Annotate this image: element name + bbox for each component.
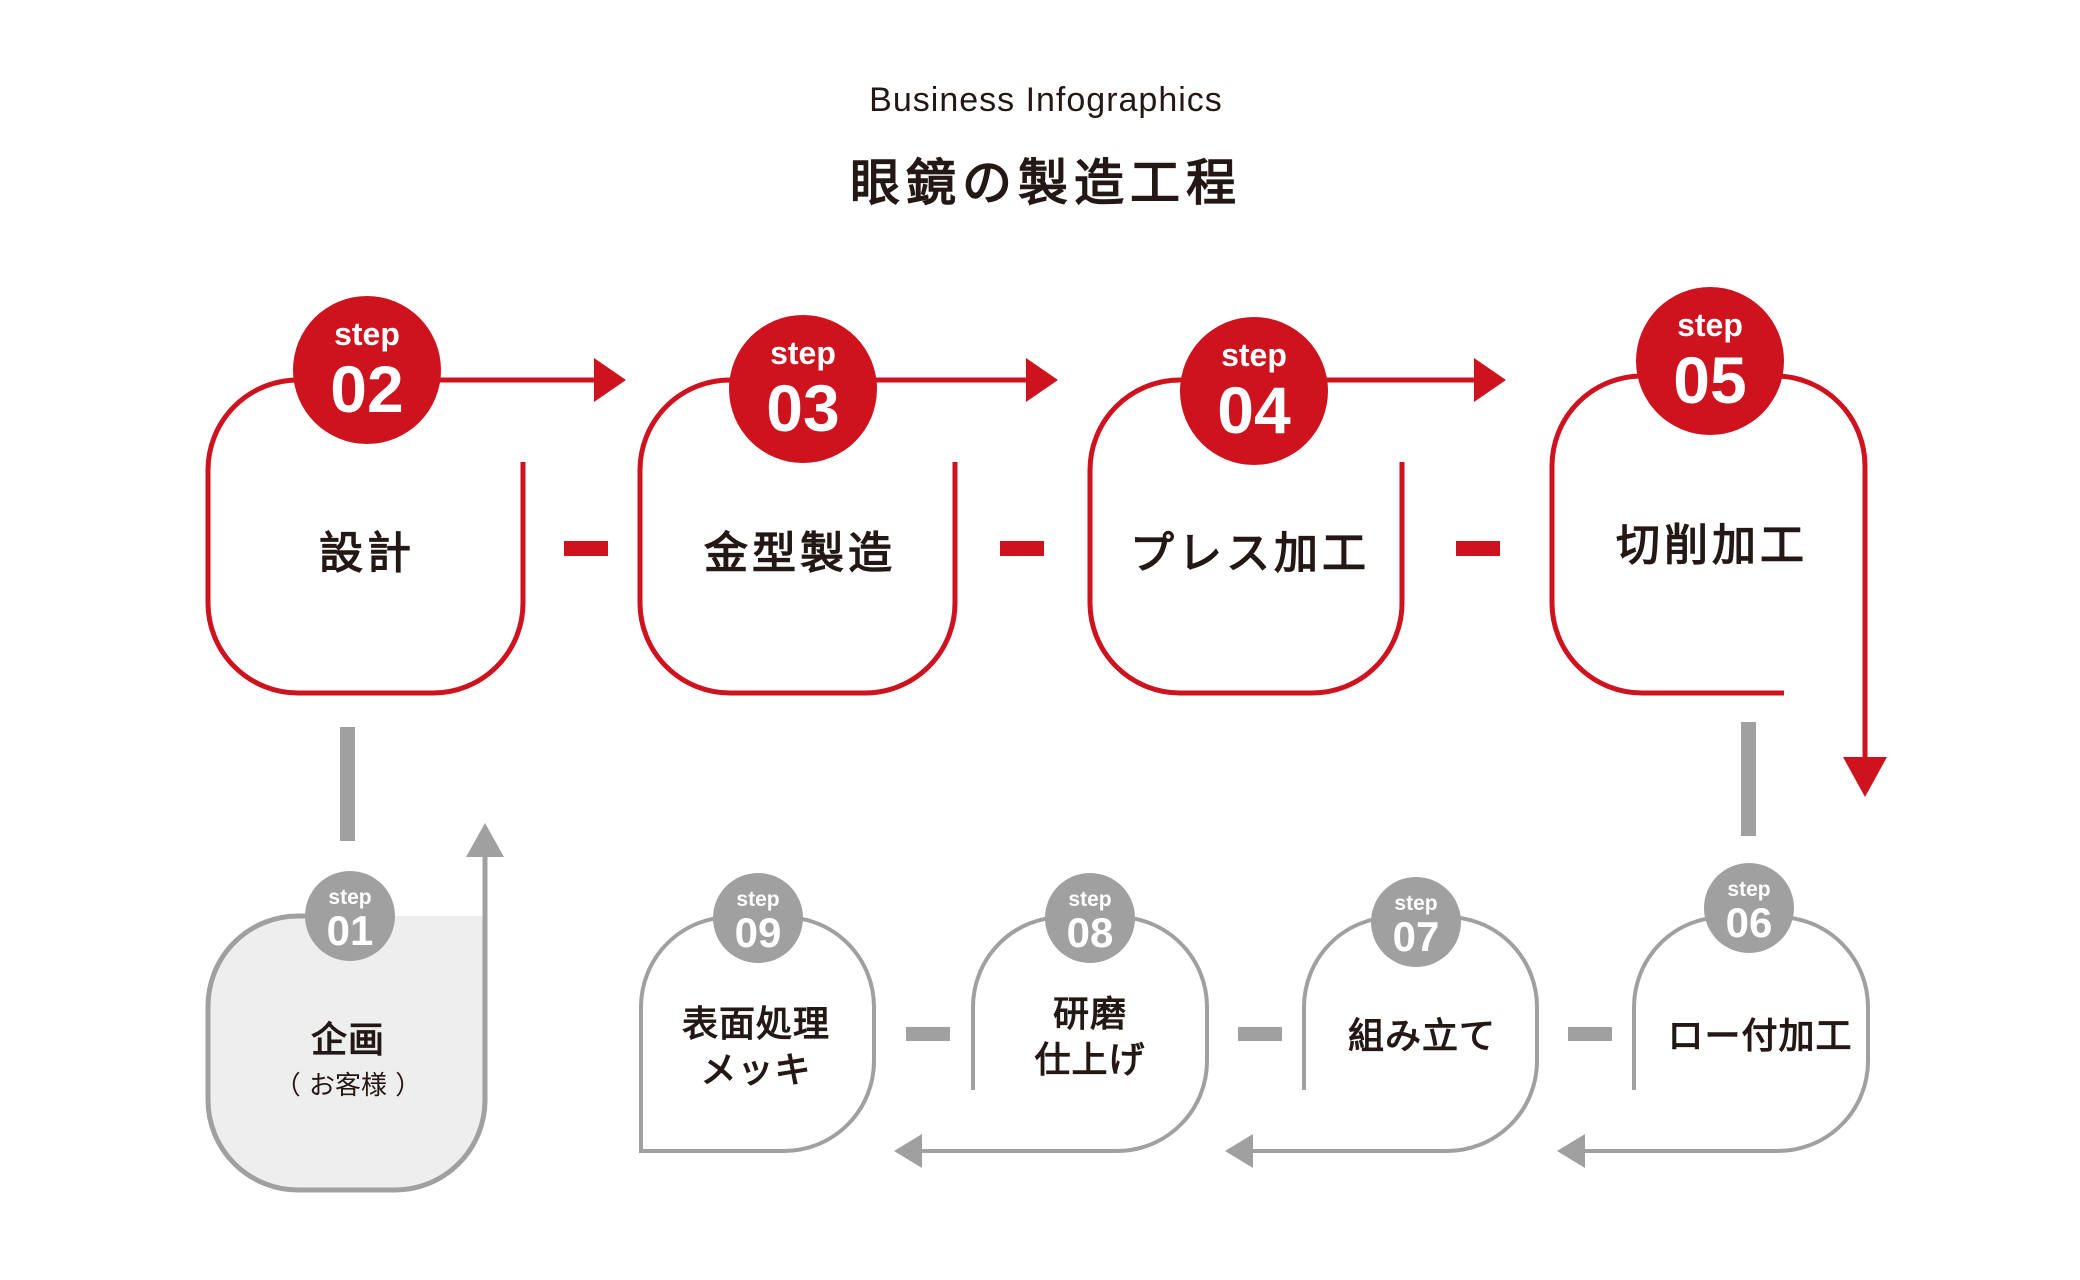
step-05-frame [1549, 373, 1868, 765]
connector-dash [1238, 1027, 1282, 1041]
step-09-frame [639, 915, 876, 1153]
step-badge [729, 315, 877, 463]
step-card-06: step 06 ロー付加工 [1557, 863, 1870, 1168]
step-card-04: step 04 プレス加工 [1087, 317, 1506, 696]
step-word: step [736, 888, 779, 911]
step-02-frame [205, 377, 526, 696]
step-word: step [328, 886, 371, 909]
step-badge [293, 296, 441, 444]
step-badge [713, 873, 803, 963]
step-badge [1371, 877, 1461, 967]
step-word: step [1394, 892, 1437, 915]
step-badge [1636, 287, 1784, 435]
step-number: 01 [327, 907, 374, 954]
step-label: 表面処理 [682, 1004, 830, 1045]
step-note: （ お客様 ） [275, 1071, 422, 1101]
step-number: 09 [735, 909, 782, 956]
step-card-01: step 01 企画 （ お客様 ） [205, 823, 504, 1193]
step-03-frame [637, 377, 958, 696]
step-badge [1045, 873, 1135, 963]
step-card-02: step 02 設計 [205, 296, 626, 696]
step-label: 研磨 [1053, 994, 1127, 1035]
step-01-frame [205, 850, 488, 1193]
arrow-left-icon [1557, 1134, 1585, 1168]
step-01-fill [208, 916, 485, 1190]
connector-dash [1568, 1027, 1612, 1041]
step-badge [1180, 317, 1328, 465]
step-card-07: step 07 組み立て [1225, 877, 1539, 1168]
step-number: 04 [1217, 373, 1291, 447]
step-badge [305, 871, 395, 961]
arrow-up-icon [466, 823, 504, 857]
step-word: step [1677, 307, 1743, 343]
step-04-frame [1087, 377, 1405, 696]
step-number: 08 [1067, 909, 1114, 956]
step-06-frame [1572, 915, 1870, 1153]
connector-dash [564, 541, 608, 556]
step-word: step [1727, 878, 1770, 901]
step-label: 組み立て [1348, 1016, 1496, 1057]
step-badge [1704, 863, 1794, 953]
step-label: 切削加工 [1616, 520, 1808, 571]
arrow-right-icon [1026, 358, 1058, 402]
step-number: 06 [1726, 899, 1773, 946]
step-card-08: step 08 研磨 仕上げ [894, 873, 1209, 1168]
subtitle: Business Infographics [869, 81, 1223, 119]
step-label-line2: メッキ [700, 1050, 811, 1091]
connector-dash [906, 1027, 950, 1041]
step-label: 金型製造 [703, 528, 896, 579]
step-word: step [1068, 888, 1111, 911]
arrow-right-icon [594, 358, 626, 402]
connector-dash [1000, 541, 1044, 556]
step-word: step [1221, 337, 1287, 373]
step-label-line2: 仕上げ [1034, 1040, 1145, 1081]
step-word: step [770, 335, 836, 371]
arrow-down-icon [1843, 757, 1887, 797]
connector-bar [1741, 722, 1756, 836]
arrow-right-icon [1474, 358, 1506, 402]
step-number: 05 [1673, 343, 1746, 417]
step-label: 企画 [311, 1019, 385, 1061]
page-title: 眼鏡の製造工程 [850, 154, 1242, 212]
step-label: 設計 [319, 528, 415, 579]
step-number: 03 [766, 371, 839, 445]
step-label: ロー付加工 [1667, 1016, 1852, 1057]
step-card-03: step 03 金型製造 [637, 315, 1058, 696]
arrow-left-icon [1225, 1134, 1253, 1168]
arrow-left-icon [894, 1134, 922, 1168]
connector-dash [1456, 541, 1500, 556]
step-card-05: step 05 切削加工 [1549, 287, 1887, 797]
step-number: 07 [1393, 913, 1440, 960]
step-label: プレス加工 [1130, 528, 1370, 579]
step-07-frame [1240, 915, 1539, 1153]
step-08-frame [910, 915, 1209, 1153]
step-number: 02 [330, 352, 403, 426]
step-card-09: step 09 表面処理 メッキ [639, 873, 876, 1153]
step-word: step [334, 316, 400, 352]
connector-bar [340, 727, 355, 841]
